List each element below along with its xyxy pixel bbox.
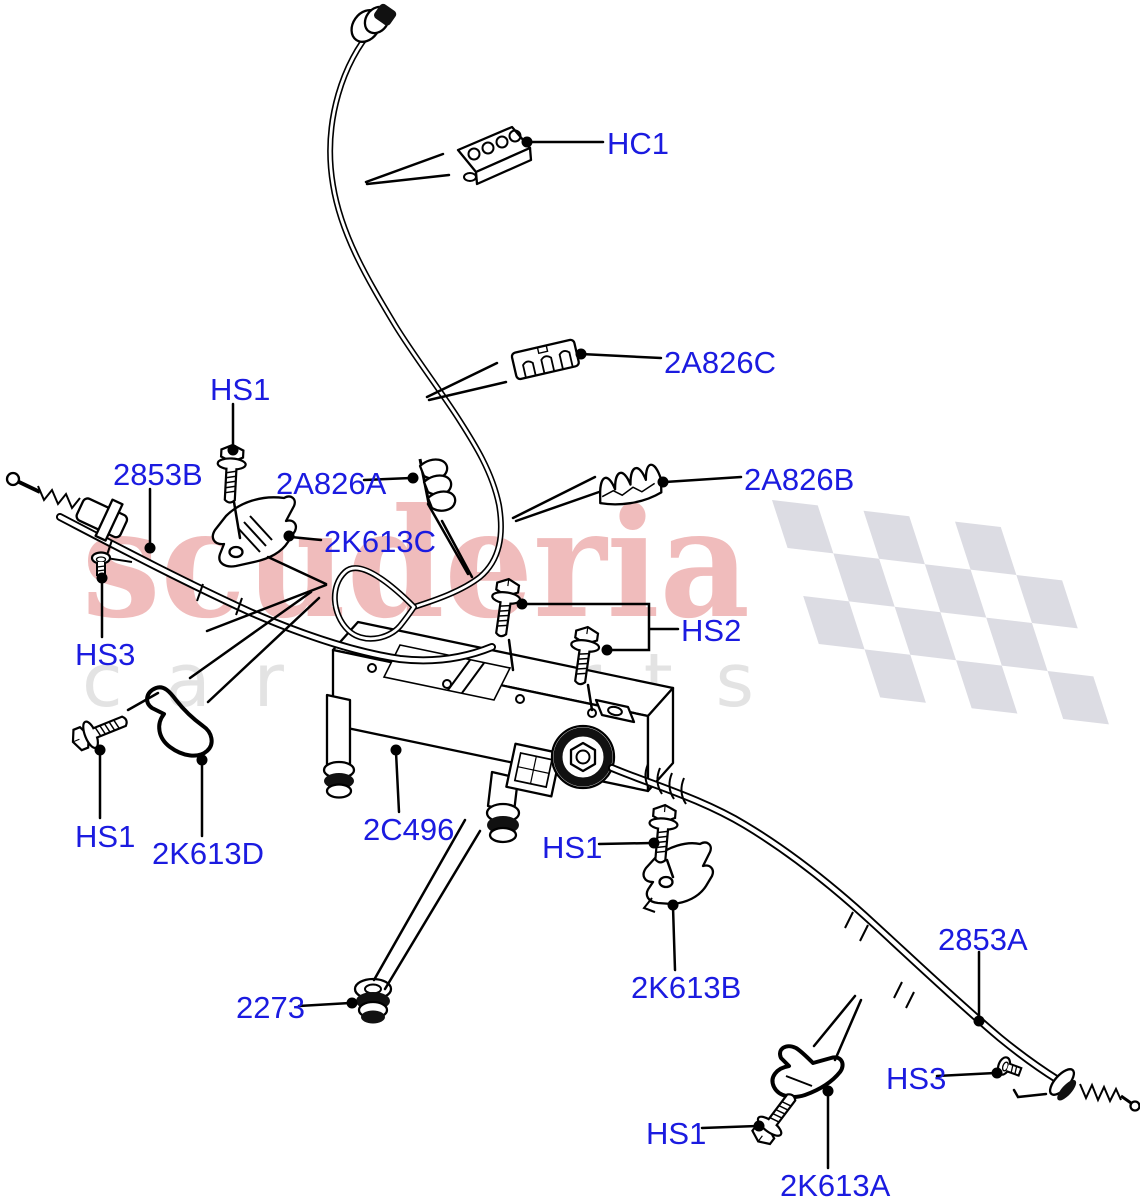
part-label-2273[interactable]: 2273 <box>236 990 305 1025</box>
harness-cable <box>327 3 504 642</box>
part-label-hc1[interactable]: HC1 <box>607 126 670 161</box>
part-label-hs1-bottom[interactable]: HS1 <box>646 1116 707 1151</box>
part-label-2853a[interactable]: 2853A <box>938 922 1028 957</box>
part-label-2a826c[interactable]: 2A826C <box>664 345 777 380</box>
part-label-hs1-left[interactable]: HS1 <box>75 819 136 854</box>
actuator-connector-socket <box>505 742 562 798</box>
assembly-pointer-lines <box>126 152 1048 1099</box>
part-label-2853b[interactable]: 2853B <box>113 457 203 492</box>
part-label-2c496[interactable]: 2C496 <box>363 812 455 847</box>
bracket-2k613c <box>211 495 297 568</box>
harness-top-connector <box>350 3 397 43</box>
actuator-drum <box>550 724 616 790</box>
watermark-brand: scuderia <box>82 476 750 652</box>
cable-clip-2a826c <box>510 338 580 381</box>
part-label-hs3-left[interactable]: HS3 <box>75 637 136 672</box>
hook-bracket-2k613a <box>770 1044 845 1099</box>
hook-bracket-2k613d <box>145 685 214 758</box>
leader-lines <box>94 136 1003 1170</box>
part-label-2a826a[interactable]: 2A826A <box>276 466 387 501</box>
part-label-2k613c[interactable]: 2K613C <box>324 524 437 559</box>
part-label-hs1-mid[interactable]: HS1 <box>542 830 603 865</box>
part-label-2a826b[interactable]: 2A826B <box>744 462 855 497</box>
part-label-2k613d[interactable]: 2K613D <box>152 836 265 871</box>
part-label-2k613b[interactable]: 2K613B <box>631 970 742 1005</box>
harness-connector-hc1 <box>456 125 533 186</box>
part-label-2k613a[interactable]: 2K613A <box>780 1168 891 1200</box>
rear-park-brake-cable-2853A <box>608 763 1140 1112</box>
checkered-flag <box>772 500 1109 725</box>
bracket-2k613b <box>642 841 714 913</box>
cable-clip-2a826b <box>599 463 663 506</box>
grommet-2273 <box>353 977 393 1024</box>
part-label-hs2[interactable]: HS2 <box>681 613 742 648</box>
cable-clip-2a826a <box>418 458 457 512</box>
part-label-hs1-top[interactable]: HS1 <box>210 372 271 407</box>
part-label-hs3-right[interactable]: HS3 <box>886 1061 947 1096</box>
front-park-brake-cable-2853B <box>5 471 496 665</box>
